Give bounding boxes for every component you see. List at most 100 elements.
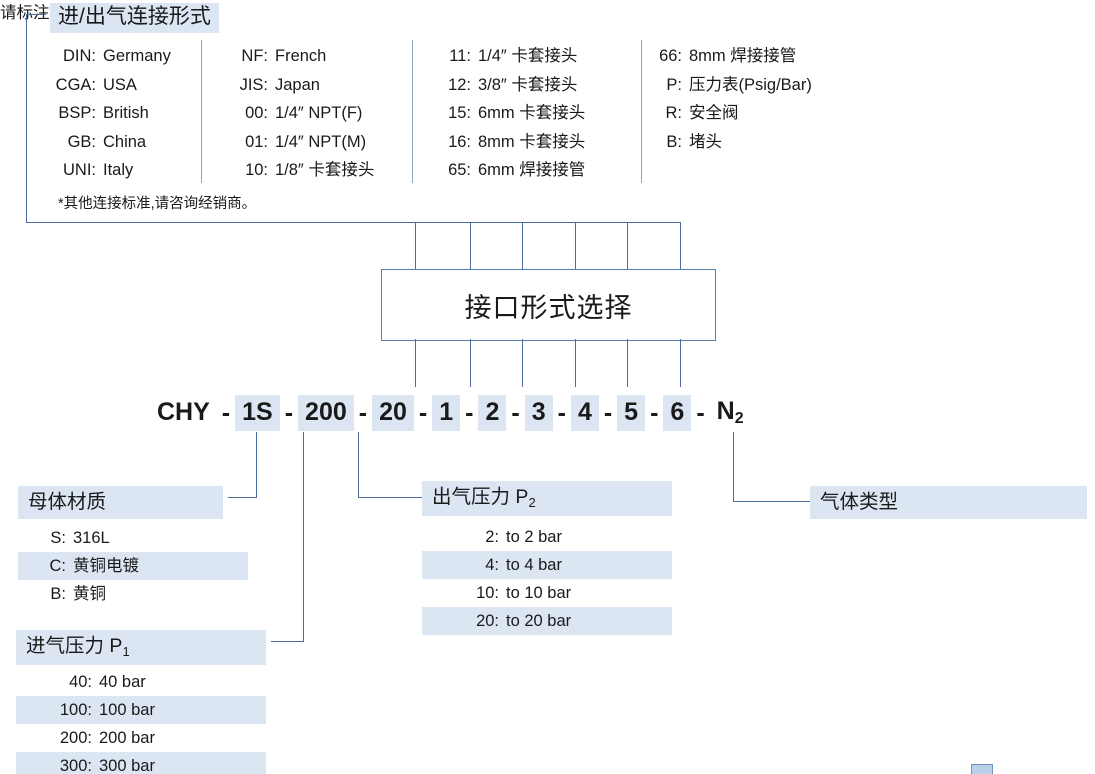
material-label: 黄铜 [73,585,106,603]
connector-material-vertical [256,432,257,498]
connector-down-5 [627,339,628,387]
connection-label: Japan [275,75,320,94]
connector-up-3 [522,222,523,269]
code-separator: - [511,398,520,427]
code-separator: - [650,398,659,427]
material-row: C: 黄铜电镀 [18,552,248,580]
column-divider-1 [201,40,202,183]
connection-type-panel: 进/出气连接形式 DIN: Germany CGA: USA BSP: Brit… [0,0,880,230]
outlet-pressure-title-text: 出气压力 P [432,486,529,508]
connector-up-4 [575,222,576,269]
connection-column-accessories: 66: 8mm 焊接接管 P: 压力表(Psig/Bar) R: 安全阀 B: … [655,42,812,156]
connection-code: BSP: [58,104,96,122]
connection-label: USA [103,75,137,94]
inlet-pressure-group-list: 40: 40 bar 100: 100 bar 200: 200 bar 300… [16,668,266,774]
connection-code: JIS: [239,75,268,94]
inlet-pressure-title-text: 进气压力 P [26,635,123,657]
connector-down-4 [575,339,576,387]
connector-down-2 [470,339,471,387]
connection-code: 16: [448,132,471,151]
inlet-pressure-code: 200: [59,729,92,747]
connection-row: 10: 1/8″ 卡套接头 [228,156,374,185]
material-label: 316L [73,529,110,547]
code-segment-port-6: 6 [663,395,692,431]
connection-row: CGA: USA [42,71,171,100]
outlet-pressure-title-subscript: 2 [528,495,536,510]
code-segment-outlet-pressure: 20 [372,395,414,431]
connection-row: 65: 6mm 焊接接管 [437,156,585,185]
connection-code: CGA: [55,75,96,94]
connection-label: 6mm 卡套接头 [478,104,586,122]
outlet-pressure-code: 20: [476,612,499,630]
column-divider-3 [641,40,642,183]
inlet-pressure-code: 40: [69,673,92,691]
connection-code: 10: [245,161,268,179]
code-segment-prefix: CHY [157,398,210,426]
connection-label: 1/8″ 卡套接头 [275,161,375,179]
connection-row: 00: 1/4″ NPT(F) [228,99,374,128]
connection-label: 1/4″ NPT(F) [275,104,363,122]
connection-row: DIN: Germany [42,42,171,71]
gas-type-group-title: 气体类型 [810,486,1087,519]
code-separator: - [221,398,231,427]
material-group-title: 母体材质 [18,486,223,519]
outlet-pressure-label: to 20 bar [506,612,572,630]
connection-code: DIN: [63,47,96,65]
connector-down-6 [680,339,681,387]
connection-code: 11: [449,47,471,65]
inlet-pressure-label: 100 bar [99,701,155,719]
connection-row: 66: 8mm 焊接接管 [655,42,812,71]
connector-up-6 [680,222,681,269]
connection-panel-title: 进/出气连接形式 [50,3,219,33]
connection-label: 1/4″ NPT(M) [275,132,367,151]
connection-column-fittings: 11: 1/4″ 卡套接头 12: 3/8″ 卡套接头 15: 6mm 卡套接头… [437,42,585,185]
connector-up-5 [627,222,628,269]
code-separator: - [358,398,368,427]
inlet-pressure-row: 200: 200 bar [16,724,266,752]
connection-row: NF: French [228,42,374,71]
outlet-pressure-label: to 2 bar [506,528,562,546]
inlet-pressure-row: 40: 40 bar [16,668,266,696]
outlet-pressure-code: 2: [485,528,499,546]
connection-label: 1/4″ 卡套接头 [478,47,578,65]
connector-inlet-pressure-vertical [303,432,304,642]
connector-outlet-pressure-horizontal [358,497,422,498]
column-divider-2 [412,40,413,183]
inlet-pressure-title-subscript: 1 [122,644,130,659]
outlet-pressure-code: 10: [476,584,499,602]
code-segment-material: 1S [235,395,280,431]
connection-panel-footnote: *其他连接标准,请咨询经销商。 [58,196,257,212]
inlet-pressure-label: 300 bar [99,757,155,774]
connection-row: BSP: British [42,99,171,128]
connection-label: 堵头 [689,132,722,151]
connector-up-2 [470,222,471,269]
connection-label: China [103,132,147,151]
code-segment-inlet-pressure: 200 [298,395,354,431]
material-code: B: [50,585,66,603]
connection-label: British [103,104,149,122]
connection-row: 12: 3/8″ 卡套接头 [437,71,585,100]
code-segment-port-2: 2 [478,395,507,431]
code-separator: - [557,398,566,427]
material-label: 黄铜电镀 [73,557,139,575]
connection-row: 11: 1/4″ 卡套接头 [437,42,585,71]
material-row: B: 黄铜 [18,580,248,608]
material-group-list: S: 316L C: 黄铜电镀 B: 黄铜 [18,524,248,608]
code-segment-gas: N2 [710,394,751,433]
code-separator: - [465,398,474,427]
connection-row: 16: 8mm 卡套接头 [437,128,585,157]
connection-row: GB: China [42,128,171,157]
outlet-pressure-row: 4: to 4 bar [422,551,672,579]
connection-bracket-left [26,14,27,222]
connection-code: 65: [448,161,471,179]
connection-code: 66: [659,47,682,65]
connector-down-3 [522,339,523,387]
connector-outlet-pressure-vertical [358,432,359,498]
connection-code: UNI: [63,161,96,179]
material-row: S: 316L [18,524,248,552]
connection-label: 8mm 卡套接头 [478,132,586,151]
connection-row: B: 堵头 [655,128,812,157]
code-separator: - [603,398,613,427]
connection-row: P: 压力表(Psig/Bar) [655,71,811,100]
outlet-pressure-code: 4: [485,556,499,574]
